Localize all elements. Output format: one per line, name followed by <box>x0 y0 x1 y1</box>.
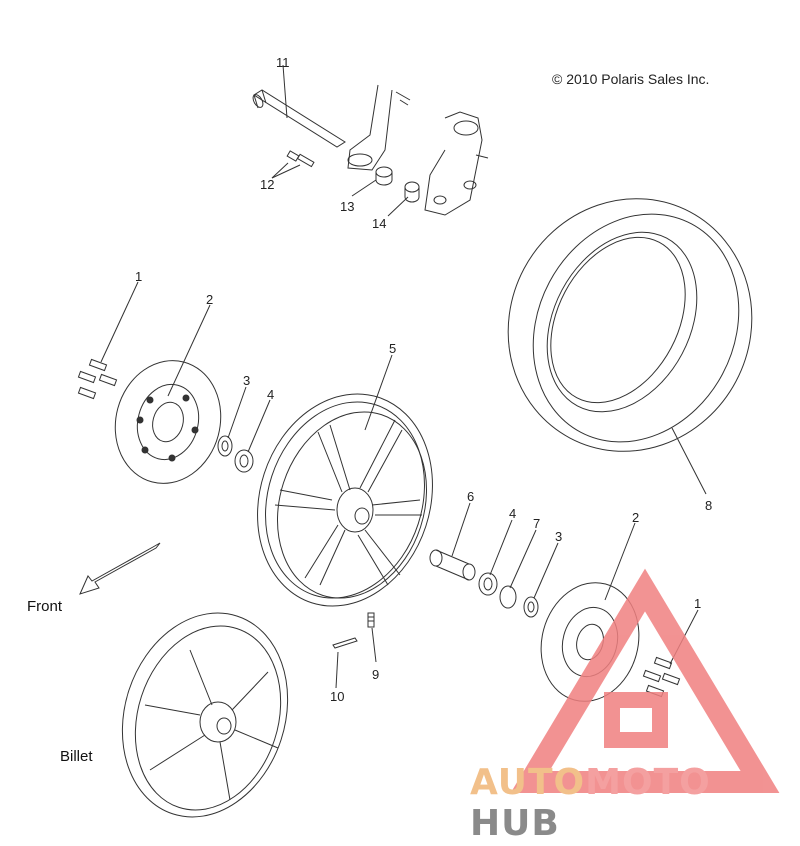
callout-7: 7 <box>533 516 541 531</box>
tire-part-8 <box>507 198 753 452</box>
bolts-part-12 <box>286 150 315 168</box>
callout-5: 5 <box>389 341 397 356</box>
spacer-part-13 <box>375 166 393 186</box>
bolts-part-1-left <box>77 358 118 400</box>
front-direction-arrow <box>79 542 161 595</box>
callout-14: 14 <box>372 216 387 231</box>
callout-6: 6 <box>467 489 475 504</box>
callout-13: 13 <box>340 199 355 214</box>
callout-3-left: 3 <box>243 373 251 388</box>
valve-part-9 <box>367 612 375 628</box>
snap-ring-part-7 <box>499 585 517 609</box>
watermark-logo: AUTOMOTO HUB <box>470 762 800 844</box>
brake-disc-part-2-left <box>114 360 222 484</box>
callout-1-left: 1 <box>135 269 143 284</box>
copyright-notice: © 2010 Polaris Sales Inc. <box>552 71 710 87</box>
callout-1-right: 1 <box>694 596 702 611</box>
callout-12: 12 <box>260 177 275 192</box>
callout-3-right: 3 <box>555 529 563 544</box>
billet-label: Billet <box>60 748 93 765</box>
watermark-triangle <box>510 568 780 793</box>
callout-4-right: 4 <box>509 506 517 521</box>
front-label: Front <box>27 598 63 615</box>
fork-leg-left <box>347 84 411 171</box>
bearing-part-4-left <box>234 449 254 473</box>
callout-9: 9 <box>372 667 380 682</box>
callout-11: 11 <box>276 55 290 70</box>
spacer-tube-part-6 <box>429 549 476 581</box>
callout-4-left: 4 <box>267 387 275 402</box>
leader-lines <box>100 64 707 689</box>
fork-leg-right <box>424 111 489 216</box>
callout-2-right: 2 <box>632 510 640 525</box>
logo-part-hub: HUB <box>470 803 560 844</box>
logo-part-moto: MOTO <box>585 762 711 803</box>
seal-part-3-right <box>523 596 539 618</box>
callout-8: 8 <box>705 498 713 513</box>
callout-2-left: 2 <box>206 292 214 307</box>
weight-part-10 <box>332 637 358 649</box>
bearing-part-4-right <box>478 572 498 596</box>
wheel-part-5 <box>257 393 433 607</box>
logo-part-auto: AUTO <box>470 762 586 803</box>
callout-10: 10 <box>330 689 345 704</box>
bolts-part-1-right <box>642 656 681 698</box>
billet-wheel <box>121 612 289 818</box>
seal-part-3-left <box>217 435 233 457</box>
axle-part-11 <box>252 89 346 148</box>
spacer-part-14 <box>404 181 420 203</box>
